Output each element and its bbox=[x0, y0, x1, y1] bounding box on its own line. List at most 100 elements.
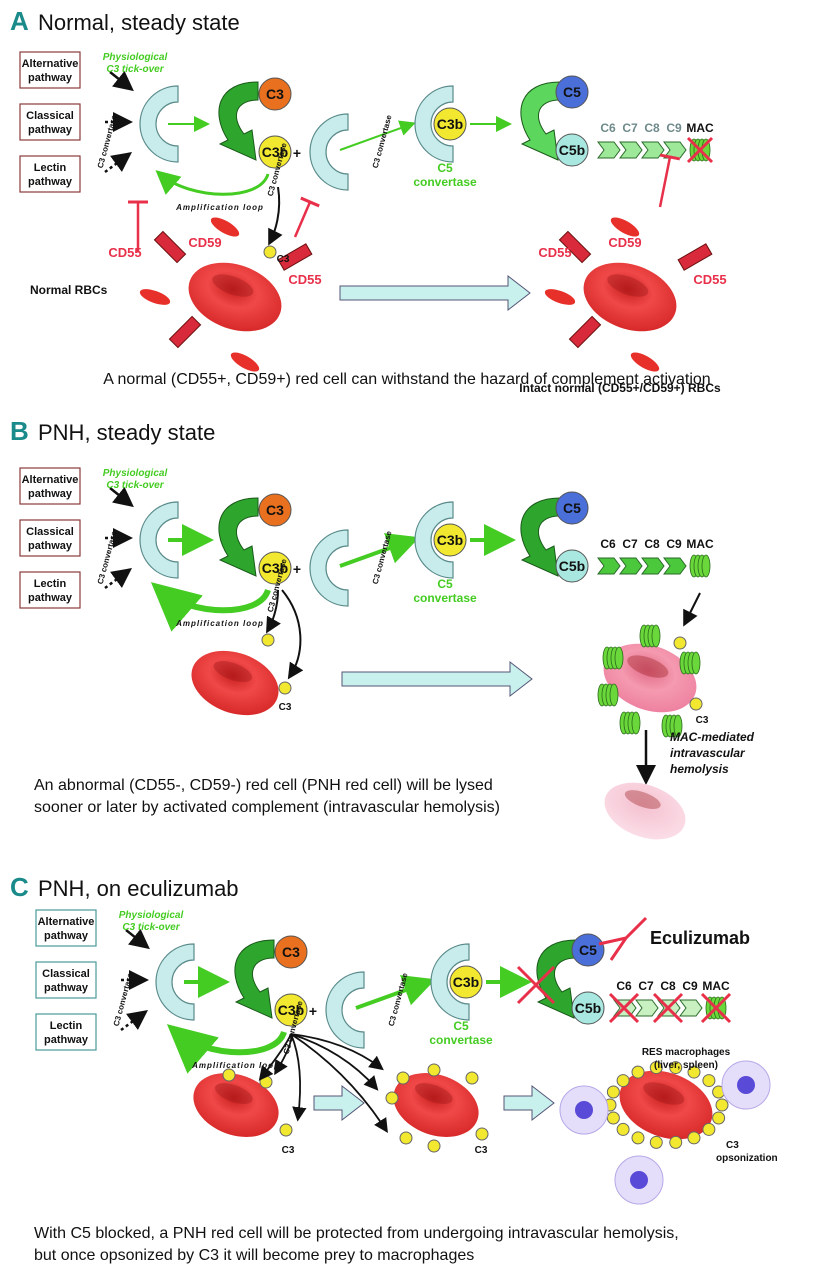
cd59-protein-icon bbox=[630, 352, 660, 372]
panel-letter-c: C bbox=[10, 872, 29, 902]
inhibition-bar bbox=[659, 153, 681, 161]
c5-circle bbox=[555, 491, 589, 525]
c3b-deposition-arrow bbox=[290, 1033, 388, 1134]
c3-circle bbox=[274, 935, 308, 969]
panel-b-caption: sooner or later by activated complement … bbox=[34, 799, 500, 816]
convertase-label: C3 convertase bbox=[96, 529, 119, 585]
mac-icon bbox=[661, 714, 683, 738]
c3-fragment-icon bbox=[673, 636, 687, 650]
cd59-protein-icon bbox=[544, 289, 576, 305]
c3-circle bbox=[258, 493, 292, 527]
terminal-complex-chevron bbox=[597, 141, 621, 159]
pathway-box-frame bbox=[19, 519, 81, 557]
conversion-arrow-icon bbox=[218, 497, 259, 577]
c5b-circle bbox=[555, 133, 589, 167]
conversion-arrow-icon bbox=[234, 939, 275, 1019]
convertase-shape bbox=[139, 501, 179, 579]
amplification-loop-arrow bbox=[166, 1024, 287, 1074]
c3-fragment-icon bbox=[616, 1074, 630, 1088]
amplification-loop-label: Amplification loop bbox=[175, 203, 264, 212]
c3b-deposition-arrow bbox=[268, 186, 283, 246]
terminal-complex-chevron bbox=[663, 557, 687, 575]
c5-cleavage-blocked-x-icon bbox=[516, 965, 556, 1005]
pathway-box-line: Alternative bbox=[22, 474, 79, 486]
c5-convertase-c3b-circle bbox=[433, 523, 467, 557]
c5-convertase-c3b-circle-label: C3b bbox=[453, 974, 479, 990]
c3-convertase-icon: C3 convertase bbox=[112, 943, 195, 1027]
cd55-label: CD55 bbox=[108, 245, 141, 260]
transition-arrow-icon bbox=[313, 1084, 365, 1122]
c3b-deposition-arrow bbox=[290, 1033, 307, 1122]
c3-fragment-icon bbox=[606, 1085, 620, 1099]
pathway-box-frame bbox=[35, 961, 97, 999]
c3b-circle bbox=[274, 993, 308, 1027]
c5b-circle-label: C5b bbox=[575, 1000, 601, 1016]
macrophage-nucleus-icon bbox=[575, 1101, 593, 1119]
lectin-arrow bbox=[120, 1010, 149, 1032]
c3-fragment-icon bbox=[669, 1061, 683, 1075]
rbc-dimple bbox=[607, 274, 649, 297]
alternative-arrow bbox=[125, 928, 150, 950]
macrophage-label: (liver, spleen) bbox=[654, 1060, 718, 1071]
normal-red-blood-cell bbox=[188, 262, 282, 332]
plus-sign: + bbox=[293, 561, 301, 577]
c5-convertase-label: convertase bbox=[429, 1033, 493, 1047]
cd55-protein-icon bbox=[168, 315, 202, 349]
c3-fragment-icon bbox=[399, 1131, 413, 1145]
c3-fragment-icon bbox=[649, 1061, 663, 1075]
c5-circle-label: C5 bbox=[579, 942, 597, 958]
pathway-box-line: pathway bbox=[44, 1034, 89, 1046]
c8-blocked-x-icon bbox=[652, 992, 684, 1024]
cd55-protein-icon bbox=[277, 243, 313, 271]
macrophage-label: RES macrophages bbox=[642, 1047, 731, 1058]
panel-b-caption: An abnormal (CD55-, CD59-) red cell (PNH… bbox=[34, 777, 493, 794]
terminal-complex-chevron bbox=[619, 557, 643, 575]
mac-blocked-x-icon bbox=[686, 136, 714, 164]
cd55-label: CD55 bbox=[288, 272, 321, 287]
pathway-box-line: Lectin bbox=[34, 578, 67, 590]
cd55-protein-icon bbox=[153, 230, 187, 264]
tickover-label: C3 tick-over bbox=[106, 480, 164, 491]
c3-fragment-icon bbox=[616, 1122, 630, 1136]
panel-a-caption: A normal (CD55+, CD59+) red cell can wit… bbox=[103, 371, 710, 388]
rbc-dimple bbox=[213, 661, 253, 683]
c5-convertase-c3b-circle bbox=[449, 965, 483, 999]
terminal-component-label: C9 bbox=[682, 979, 698, 993]
cd55-label: CD55 bbox=[693, 272, 726, 287]
cd59-label: CD59 bbox=[608, 235, 641, 250]
panel-letter-a: A bbox=[10, 6, 29, 36]
terminal-component-label: C8 bbox=[644, 121, 660, 135]
pathway-box-line: Classical bbox=[42, 968, 90, 980]
c5-convertase-c3b-circle bbox=[433, 107, 467, 141]
c3-fragment-icon bbox=[396, 1071, 410, 1085]
alternative-arrow bbox=[109, 70, 134, 92]
intact-rbcs-label: Intact normal (CD55+/CD59+) RBCs bbox=[519, 381, 721, 395]
transition-arrow-icon bbox=[339, 274, 531, 312]
hemolysis-label: hemolysis bbox=[670, 762, 729, 776]
pathway-box-line: pathway bbox=[28, 176, 73, 188]
panel-title-a: Normal, steady state bbox=[38, 10, 240, 35]
green-arrow bbox=[355, 975, 436, 1010]
convertase-shape bbox=[139, 85, 179, 163]
c5-convertase-label: convertase bbox=[413, 175, 477, 189]
rbc-dimple bbox=[624, 790, 661, 809]
c3b-circle-label: C3b bbox=[262, 560, 288, 576]
amplification-loop-arrow bbox=[155, 170, 270, 196]
c5b-circle bbox=[555, 549, 589, 583]
convertase-shape bbox=[155, 943, 195, 1021]
pnh-red-blood-cell bbox=[193, 1073, 279, 1137]
c3-label: C3 bbox=[696, 715, 709, 726]
cd55-protein-icon bbox=[677, 243, 713, 271]
c3-fragment-icon bbox=[715, 1098, 729, 1112]
c3-label: C3 bbox=[475, 1145, 488, 1156]
c3-label: C3 bbox=[279, 702, 292, 713]
conversion-arrow-icon bbox=[218, 81, 259, 161]
terminal-complex-chevron bbox=[597, 557, 621, 575]
c3-fragment-icon bbox=[279, 1123, 293, 1137]
pathway-box-line: Classical bbox=[26, 526, 74, 538]
c3-fragment-icon bbox=[427, 1063, 441, 1077]
terminal-component-label: C7 bbox=[638, 979, 654, 993]
pathway-box-line: pathway bbox=[44, 930, 89, 942]
terminal-component-label: C6 bbox=[616, 979, 632, 993]
cd59-label: CD59 bbox=[188, 235, 221, 250]
